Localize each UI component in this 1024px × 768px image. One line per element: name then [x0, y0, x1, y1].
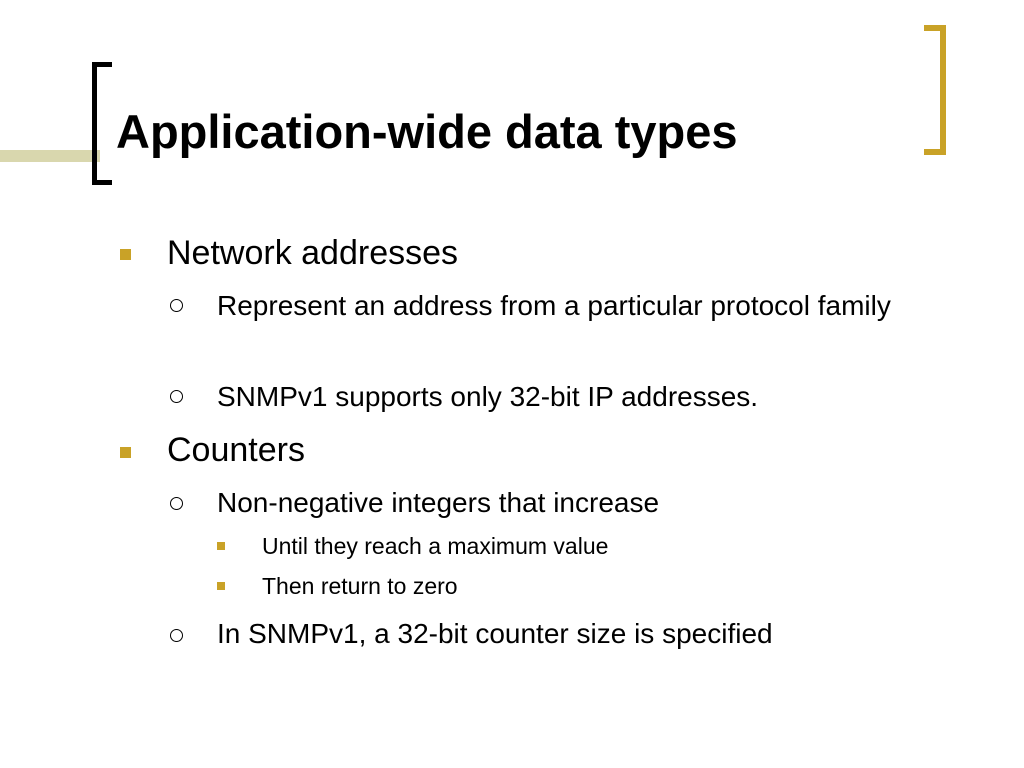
- circle-bullet-icon: [170, 497, 183, 510]
- slide-title: Application-wide data types: [116, 105, 738, 158]
- sub-bullet-text: SNMPv1 supports only 32-bit IP addresses…: [217, 381, 759, 412]
- right-bracket-bottom: [924, 149, 946, 155]
- bullet-text: Network addresses: [167, 234, 459, 272]
- sub-bullet-text: Non-negative integers that increase: [217, 487, 660, 518]
- square-bullet-icon: [217, 542, 225, 550]
- circle-bullet-icon: [170, 299, 183, 312]
- right-bracket-vertical: [940, 25, 946, 155]
- left-bracket-bottom: [92, 180, 112, 185]
- left-bracket-vertical: [92, 62, 97, 185]
- right-bracket-top: [924, 25, 946, 31]
- square-bullet-icon: [217, 582, 225, 590]
- sub-sub-bullet-text: Until they reach a maximum value: [262, 533, 609, 559]
- circle-bullet-icon: [170, 390, 183, 403]
- bullet-text: Counters: [167, 431, 305, 469]
- sub-bullet-text: In SNMPv1, a 32-bit counter size is spec…: [217, 618, 773, 649]
- left-bracket-top: [92, 62, 112, 67]
- square-bullet-icon: [120, 249, 131, 260]
- sub-bullet-text: Represent an address from a particular p…: [217, 290, 891, 321]
- square-bullet-icon: [120, 447, 131, 458]
- circle-bullet-icon: [170, 629, 183, 642]
- title-accent-band: [0, 150, 100, 162]
- sub-sub-bullet-text: Then return to zero: [262, 573, 458, 599]
